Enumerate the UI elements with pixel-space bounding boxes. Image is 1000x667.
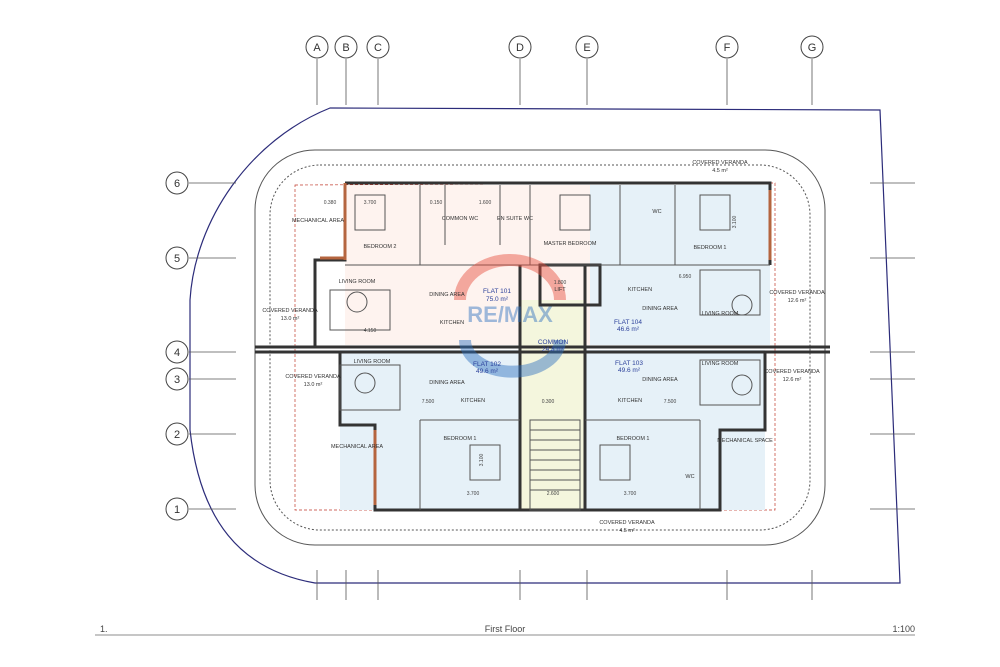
room-label: COVERED VERANDA xyxy=(262,308,318,314)
flat-label: FLAT 101 xyxy=(483,288,511,295)
room-area: 12.6 m² xyxy=(788,298,807,304)
grid-bubble xyxy=(165,171,189,195)
room-label: BEDROOM 1 xyxy=(693,245,726,251)
room-label: KITCHEN xyxy=(618,398,642,404)
room-label: KITCHEN xyxy=(440,320,464,326)
room-label: LIVING ROOM xyxy=(702,361,739,367)
room-area: 12.6 m² xyxy=(783,377,802,383)
room-label: BEDROOM 1 xyxy=(443,436,476,442)
room-label: MECHANICAL AREA xyxy=(292,218,344,224)
grid-bubble xyxy=(165,422,189,446)
room-area: 4.5 m² xyxy=(619,528,635,534)
flat-area: 46.6 m² xyxy=(617,326,640,333)
flat-area: 75.0 m² xyxy=(486,296,509,303)
room-label: MECHANICAL AREA xyxy=(331,444,383,450)
grid-bubble xyxy=(508,35,532,59)
dimension: 1.800 xyxy=(554,280,567,286)
grid-bubble xyxy=(305,35,329,59)
dimension: 4.150 xyxy=(364,328,377,334)
grid-column-label: E xyxy=(583,42,590,54)
drawing-scale: 1:100 xyxy=(892,624,915,634)
room-label: LIVING ROOM xyxy=(339,279,376,285)
site-boundary xyxy=(189,107,901,584)
room-label: DINING AREA xyxy=(642,377,678,383)
dimension: 6.950 xyxy=(679,274,692,280)
room-label: KITCHEN xyxy=(461,398,485,404)
room-label: DINING AREA xyxy=(642,306,678,312)
grid-bubble xyxy=(165,497,189,521)
common-area: 24.3 m² xyxy=(542,346,565,353)
room-label: WC xyxy=(652,209,661,215)
grid-column-label: D xyxy=(516,42,524,54)
grid-column-label: C xyxy=(374,42,382,54)
grid-bubble xyxy=(165,367,189,391)
dimension: 3.700 xyxy=(624,491,637,497)
room-label: DINING AREA xyxy=(429,292,465,298)
room-label: COVERED VERANDA xyxy=(599,520,655,526)
room-label: EN SUITE WC xyxy=(497,216,533,222)
room-label: DINING AREA xyxy=(429,380,465,386)
grid-bubble xyxy=(715,35,739,59)
flat-label: FLAT 102 xyxy=(473,361,501,368)
svg-text:RE/MAX: RE/MAX xyxy=(467,302,553,327)
room-label: COVERED VERANDA xyxy=(769,290,825,296)
room-label: LIVING ROOM xyxy=(702,311,739,317)
flat-area: 49.6 m² xyxy=(476,368,499,375)
drawing-title: First Floor xyxy=(485,624,526,634)
grid-row-label: 1 xyxy=(174,504,180,516)
grid-bubble xyxy=(366,35,390,59)
dimension: 2.600 xyxy=(547,491,560,497)
room-label: COVERED VERANDA xyxy=(692,160,748,166)
dimension: 3.100 xyxy=(732,216,738,229)
room-label: COVERED VERANDA xyxy=(764,369,820,375)
room-label: COMMON WC xyxy=(442,216,478,222)
room-label: LIFT xyxy=(554,287,566,293)
room-label: KITCHEN xyxy=(628,287,652,293)
room-area: 13.0 m² xyxy=(281,316,300,322)
room-label: MECHANICAL SPACE xyxy=(717,438,773,444)
room-label: WC xyxy=(685,474,694,480)
grid-row-label: 4 xyxy=(174,347,180,359)
drawing-number: 1. xyxy=(100,624,108,634)
grid-row-label: 5 xyxy=(174,253,180,265)
grid-bubble xyxy=(334,35,358,59)
dimension: 3.700 xyxy=(364,200,377,206)
remax-watermark: RE/MAX xyxy=(454,254,566,378)
grid-column-label: B xyxy=(342,42,349,54)
flat-area: 49.6 m² xyxy=(618,367,641,374)
dimension: 0.380 xyxy=(324,200,337,206)
flat-label: FLAT 103 xyxy=(615,360,643,367)
grid-column-label: G xyxy=(808,42,817,54)
room-area: 13.0 m² xyxy=(304,382,323,388)
room-label: COVERED VERANDA xyxy=(285,374,341,380)
room-label: LIVING ROOM xyxy=(354,359,391,365)
grid-row-label: 6 xyxy=(174,178,180,190)
room-label: BEDROOM 1 xyxy=(616,436,649,442)
room-label: MASTER BEDROOM xyxy=(544,241,597,247)
grid-bubble xyxy=(575,35,599,59)
common-label: COMMON xyxy=(538,339,569,346)
dimension: 3.700 xyxy=(467,491,480,497)
grid-bubble xyxy=(800,35,824,59)
dimension: 1.600 xyxy=(479,200,492,206)
flat-label: FLAT 104 xyxy=(614,319,642,326)
grid-bubble xyxy=(165,340,189,364)
dimension: 0.150 xyxy=(430,200,443,206)
grid-row-label: 2 xyxy=(174,429,180,441)
grid-row-label: 3 xyxy=(174,374,180,386)
dimension: 7.500 xyxy=(664,399,677,405)
dimension: 3.100 xyxy=(479,454,485,467)
dimension: 7.500 xyxy=(422,399,435,405)
grid-column-label: A xyxy=(313,42,321,54)
room-label: BEDROOM 2 xyxy=(363,244,396,250)
grid-bubble xyxy=(165,246,189,270)
grid-column-label: F xyxy=(724,42,731,54)
dimension: 0.300 xyxy=(542,399,555,405)
room-area: 4.5 m² xyxy=(712,168,728,174)
